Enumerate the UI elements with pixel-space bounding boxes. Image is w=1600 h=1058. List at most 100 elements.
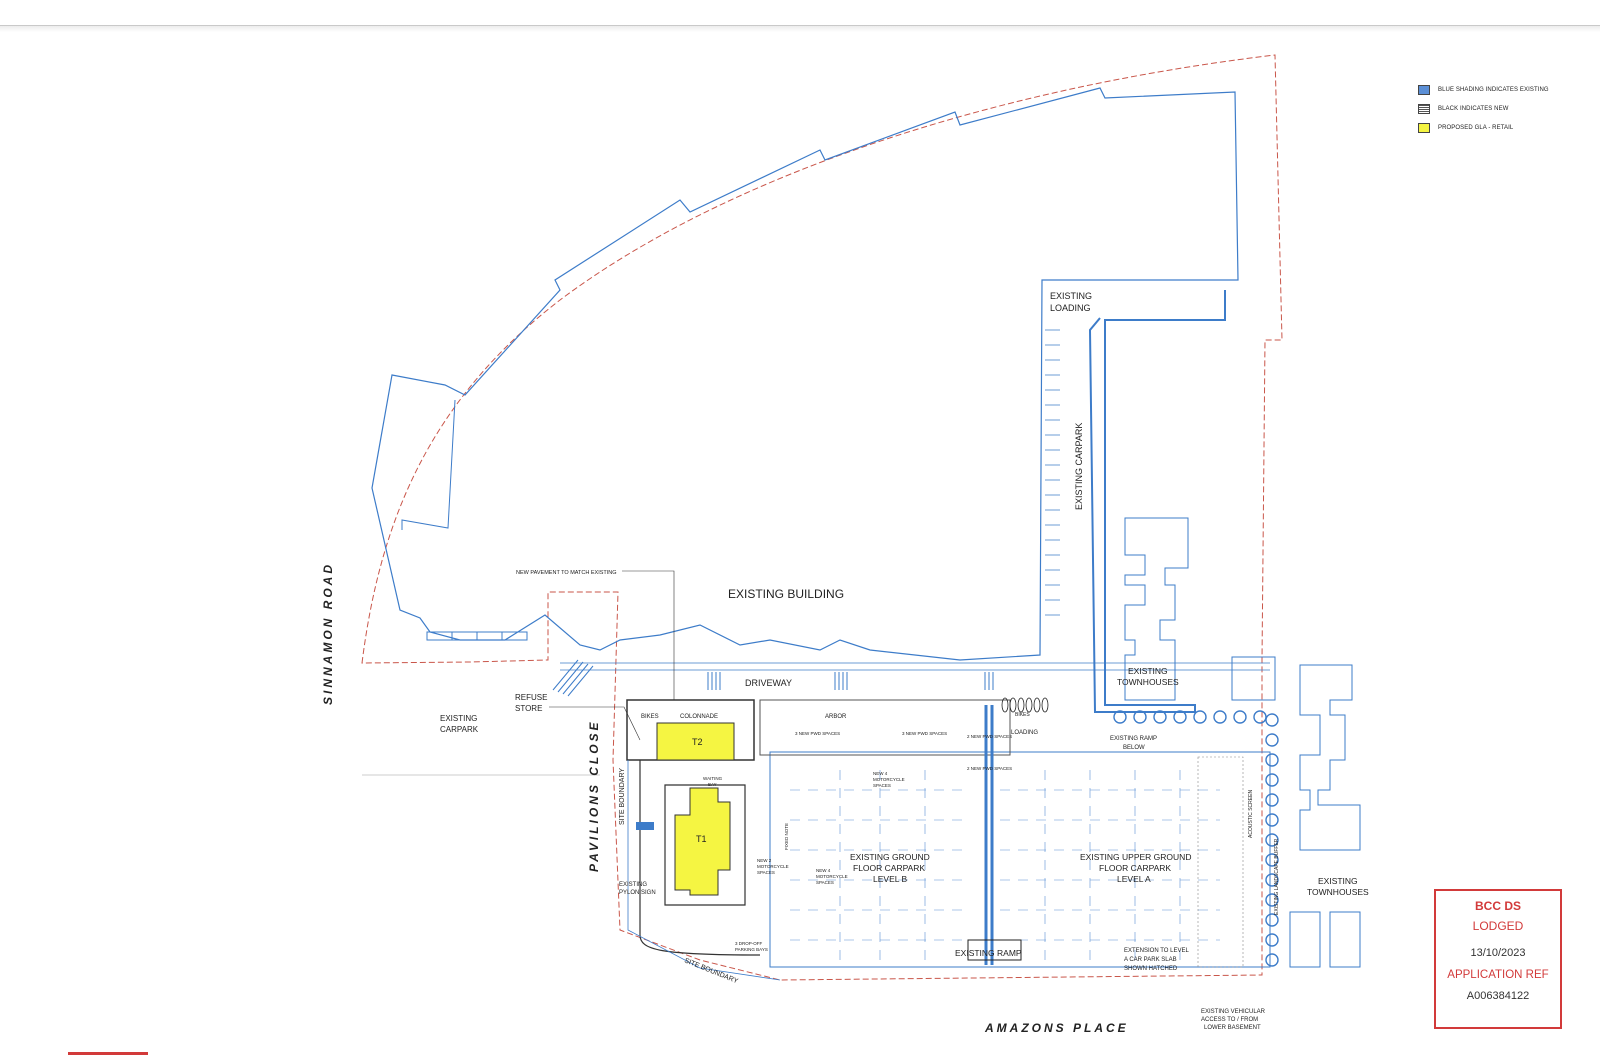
t1-surround [664,784,746,906]
stamp-ref-number: A006384122 [1466,990,1530,1002]
extension-label-3: SHOWN HATCHED [1124,966,1178,972]
ground-carpark-label-1: EXISTING GROUND [850,852,930,862]
legend-swatch-new [1418,103,1430,114]
site-boundary-vertical-label: SITE BOUNDARY [619,768,626,825]
stamp-status: LODGED [1472,919,1524,933]
upper-carpark-label-2: FLOOR CARPARK [1099,863,1171,873]
t1-label: T1 [696,834,707,844]
new-moto-b-label-3: SPACES [816,880,834,885]
new-pwd-label-1: 3 NEW PWD SPACES [795,731,840,736]
carpark-stalls-b [790,770,970,960]
new-pwd-label-2: 3 NEW PWD SPACES [902,731,947,736]
vehicular-access-label-1: EXISTING VEHICULAR [1201,1009,1266,1015]
townhouses-right-label-1: EXISTING [1318,876,1358,886]
carpark-ramp-divider [984,705,994,965]
legend: BLUE SHADING INDICATES EXISTING BLACK IN… [1418,80,1588,137]
pavilions-edge [627,760,781,981]
west-stairs [552,659,594,697]
acoustic-screen-label: ACOUSTIC SCREEN [1248,790,1254,838]
existing-carpark-left-label-2: CARPARK [440,725,479,734]
refuse-store-label-2: STORE [515,704,542,713]
carpark-stalls-a [1000,770,1220,960]
legend-swatch-existing [1418,84,1430,95]
existing-ramp-below-label-1: EXISTING RAMP [1110,736,1157,742]
existing-ramp-below-label-2: BELOW [1123,745,1145,751]
pickup-bays-label-1: 3 DROP-OFF [735,941,763,946]
extension-label-2: A CAR PARK SLAB [1124,957,1177,963]
viewer-toolbar [0,0,1600,26]
ground-carpark-label-3: LEVEL B [873,874,908,884]
new-pavement-leader [622,570,675,700]
new-moto-b-label-1: NEW 4 [816,868,831,873]
townhouse-box-lower-2 [1329,911,1361,968]
motorcycle-label-3: SPACES [873,783,891,788]
legend-label-retail: PROPOSED GLA - RETAIL [1438,124,1514,131]
upper-carpark-label-3: LEVEL A [1117,874,1151,884]
motorcycle-label-2: MOTORCYCLE [873,777,905,782]
pylon-sign-mark [636,822,654,830]
existing-loading-label-1: EXISTING [1050,291,1092,301]
refuse-leader [549,706,641,741]
new-pwd-label-3: 2 NEW PWD SPACES [967,734,1012,739]
fixed-note-label: FIXED NOTE [784,823,789,850]
red-accent-bar [68,1052,148,1055]
toolbar-shadow [0,26,1600,32]
motorcycle-label-1: NEW 4 [873,771,888,776]
townhouses-right-label-2: TOWNHOUSES [1307,887,1369,897]
legend-item-retail: PROPOSED GLA - RETAIL [1418,118,1588,137]
pickup-bays-label-2: PARKING BAYS [735,947,768,952]
legend-label-new: BLACK INDICATES NEW [1438,105,1509,112]
vehicular-access-label-2: ACCESS TO / FROM [1201,1017,1258,1023]
waiting-bay-label-1: WAITING [703,776,723,781]
existing-building-outline [371,87,1239,661]
t1-retail [674,787,731,896]
extension-hatch [1197,756,1244,968]
new-moto-label-3: SPACES [757,870,775,875]
townhouses-top-label-1: EXISTING [1128,666,1168,676]
pedestrian-crossings [707,672,994,690]
upper-carpark-label-1: EXISTING UPPER GROUND [1080,852,1191,862]
sinnamon-road-label: SINNAMON ROAD [321,562,335,705]
west-parking-row [426,631,528,641]
t2-retail [656,722,735,761]
pavilions-close-label: PAVILIONS CLOSE [587,719,601,872]
refuse-store-label-1: REFUSE [515,693,547,702]
townhouse-box-small [1231,656,1276,701]
existing-carpark-left-label-1: EXISTING [440,714,477,723]
bikes-right-label: BIKES [1015,712,1030,718]
pylon-sign-label-1: EXISTING [619,882,647,888]
pylon-sign-label-2: PYLON SIGN [619,890,656,896]
new-pavement-label: NEW PAVEMENT TO MATCH EXISTING [516,570,617,576]
main-carpark-outline [769,751,1271,968]
driveway-lines [560,662,1270,671]
vehicular-access-label-3: LOWER BASEMENT [1204,1025,1261,1031]
existing-building-label: EXISTING BUILDING [728,587,844,601]
existing-ramp-label: EXISTING RAMP [955,948,1022,958]
existing-carpark-vertical-label: EXISTING CARPARK [1074,423,1084,510]
new-pwd-label-4: 2 NEW PWD SPACES [967,766,1012,771]
ground-carpark-label-2: FLOOR CARPARK [853,863,925,873]
bike-racks-right [1001,697,1049,713]
extension-label-1: EXTENSION TO LEVEL [1124,948,1189,954]
t2-label: T2 [692,737,703,747]
townhouse-box-lower-1 [1289,911,1321,968]
east-wing-outline [1088,290,1226,713]
waiting-bay-label-2: BAY [708,782,717,787]
amazons-place-label: AMAZONS PLACE [984,1021,1129,1035]
landscape-buffer-label: EXISTING LANDSCAPE BUFFER [1274,838,1280,915]
bikes-label: BIKES [641,714,659,720]
colonnade-label: COLONNADE [680,714,718,720]
townhouses-right-outline [1299,664,1361,851]
existing-ramp-box [967,939,1022,961]
lodged-stamp: BCC DS LODGED 13/10/2023 APPLICATION REF… [1434,889,1562,1029]
carpark-front-band [759,699,1011,756]
townhouses-top-outline [1124,517,1189,701]
stamp-authority: BCC DS [1474,899,1521,913]
driveway-label: DRIVEWAY [745,678,792,688]
new-moto-label-1: NEW 2 [757,858,772,863]
loading-label: LOADING [1011,730,1038,736]
building-inner-line [401,399,456,530]
stamp-date: 13/10/2023 [1470,947,1526,959]
new-moto-b-label-2: MOTORCYCLE [816,874,848,879]
